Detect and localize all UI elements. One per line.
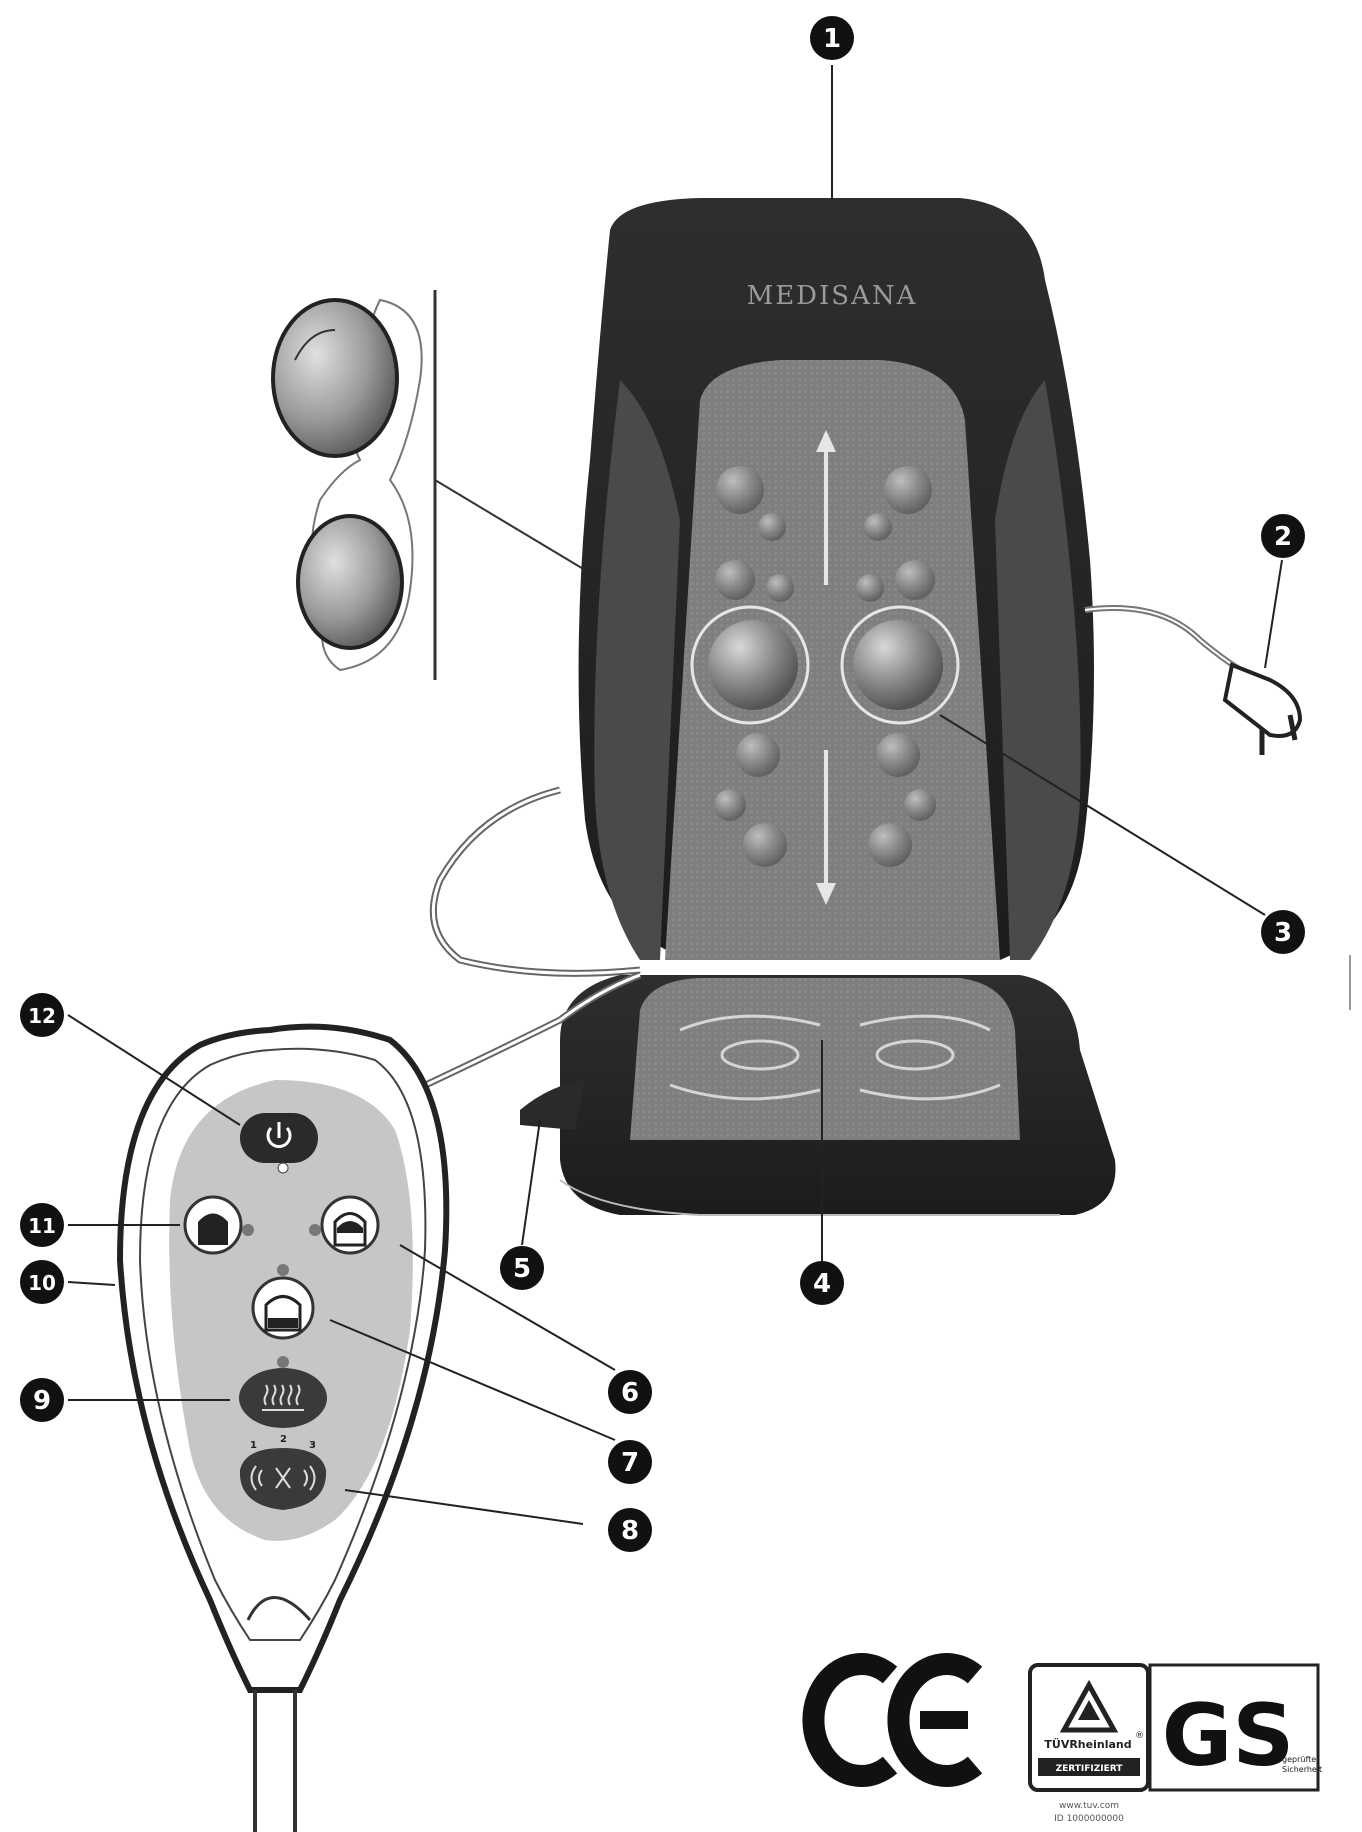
movement-arrows xyxy=(816,430,836,905)
tuv-name: TÜVRheinland xyxy=(1044,1737,1131,1751)
power-plug-icon xyxy=(1222,662,1303,738)
vibration-icon xyxy=(250,1465,316,1491)
ce-mark xyxy=(802,1653,983,1787)
heat-icon xyxy=(262,1384,304,1411)
svg-text:11: 11 xyxy=(28,1214,56,1238)
heat-button[interactable] xyxy=(239,1368,327,1428)
cable-connector xyxy=(520,1080,585,1130)
intensity-level-2: 2 xyxy=(280,1434,287,1445)
gs-text-line-1: geprüfte xyxy=(1282,1755,1316,1764)
tuv-id: ID 1000000000 xyxy=(1054,1814,1124,1824)
massage-balls xyxy=(690,466,960,867)
seat-vibration-rings xyxy=(669,1014,1001,1101)
brand-logo: MEDISANA xyxy=(747,281,918,311)
svg-text:6: 6 xyxy=(621,1378,639,1408)
callout-2: 2 xyxy=(1261,514,1305,558)
upper-back-icon xyxy=(198,1213,228,1245)
svg-text:5: 5 xyxy=(513,1254,531,1284)
massage-head-upper xyxy=(271,298,399,458)
power-icon xyxy=(266,1122,292,1148)
svg-text:8: 8 xyxy=(621,1516,639,1546)
callout-7: 7 xyxy=(608,1440,652,1484)
callout-9: 9 xyxy=(20,1378,64,1422)
tuv-certification-badge: TÜVRheinland ® ZERTIFIZIERT xyxy=(1028,1663,1150,1792)
tuv-status: ZERTIFIZIERT xyxy=(1056,1764,1124,1774)
callout-12: 12 xyxy=(20,993,64,1037)
massage-heads-detail xyxy=(271,290,711,680)
power-cable xyxy=(1084,605,1303,755)
svg-text:12: 12 xyxy=(28,1004,56,1028)
callout-4: 4 xyxy=(800,1261,844,1305)
gs-mark: GS xyxy=(1162,1686,1295,1786)
callout-11: 11 xyxy=(20,1203,64,1247)
svg-text:10: 10 xyxy=(28,1271,56,1295)
svg-text:7: 7 xyxy=(621,1448,639,1478)
callout-1: 1 xyxy=(810,16,854,60)
massage-seat: MEDISANA xyxy=(520,198,1116,1216)
svg-text:4: 4 xyxy=(813,1269,831,1299)
gs-text-line-2: Sicherheit xyxy=(1282,1765,1322,1774)
intensity-level-1: 1 xyxy=(250,1440,257,1451)
tuv-url: www.tuv.com xyxy=(1059,1801,1119,1811)
remote-control: 1 2 3 xyxy=(116,1023,450,1832)
svg-text:2: 2 xyxy=(1274,522,1292,552)
svg-text:3: 3 xyxy=(1274,918,1292,948)
callout-3: 3 xyxy=(1261,910,1305,954)
intensity-level-3: 3 xyxy=(309,1440,316,1451)
svg-text:9: 9 xyxy=(33,1386,51,1416)
callout-6: 6 xyxy=(608,1370,652,1414)
leader-lines xyxy=(67,65,1283,1525)
tuv-triangle-icon xyxy=(1059,1679,1119,1733)
tuv-registered: ® xyxy=(1135,1731,1144,1741)
svg-text:1: 1 xyxy=(823,24,841,54)
massage-head-lower xyxy=(296,514,404,650)
gs-certification-badge: GS geprüfte Sicherheit xyxy=(1148,1663,1322,1792)
callout-5: 5 xyxy=(500,1246,544,1290)
callout-10: 10 xyxy=(20,1260,64,1304)
callout-8: 8 xyxy=(608,1508,652,1552)
